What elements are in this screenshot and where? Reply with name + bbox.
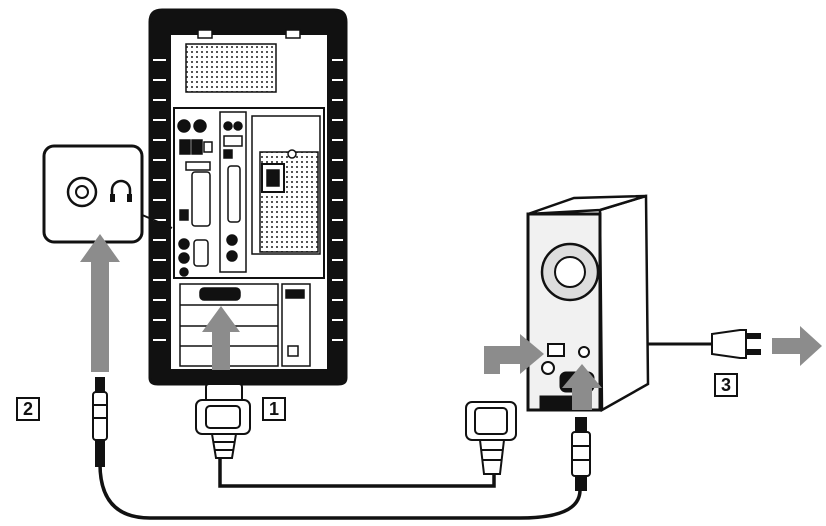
arrow-up-rca (562, 364, 602, 410)
computer-tower (148, 8, 348, 386)
audio-cable (98, 463, 582, 520)
step-label-2: 2 (16, 397, 40, 421)
headphone-jack-callout (42, 144, 173, 244)
step-label-1: 1 (262, 397, 286, 421)
arrow-to-headphone-jack (80, 234, 120, 372)
headphone-icon (110, 179, 132, 198)
io-ports (177, 119, 213, 277)
mini-jack-plug (92, 377, 108, 467)
vga-connector-far (465, 401, 517, 475)
vga-connector (195, 383, 251, 459)
arrow-to-outlet (772, 326, 822, 366)
fan-vent (185, 43, 277, 93)
step-label-3: 3 (714, 373, 738, 397)
expansion-slots (179, 283, 311, 367)
power-plug-icon (711, 329, 761, 359)
power-supply (251, 115, 321, 255)
vga-cable (218, 458, 496, 488)
rca-plug (571, 417, 591, 491)
arrow-to-speaker-input (484, 334, 544, 374)
arrow-to-vga-port (202, 306, 240, 370)
